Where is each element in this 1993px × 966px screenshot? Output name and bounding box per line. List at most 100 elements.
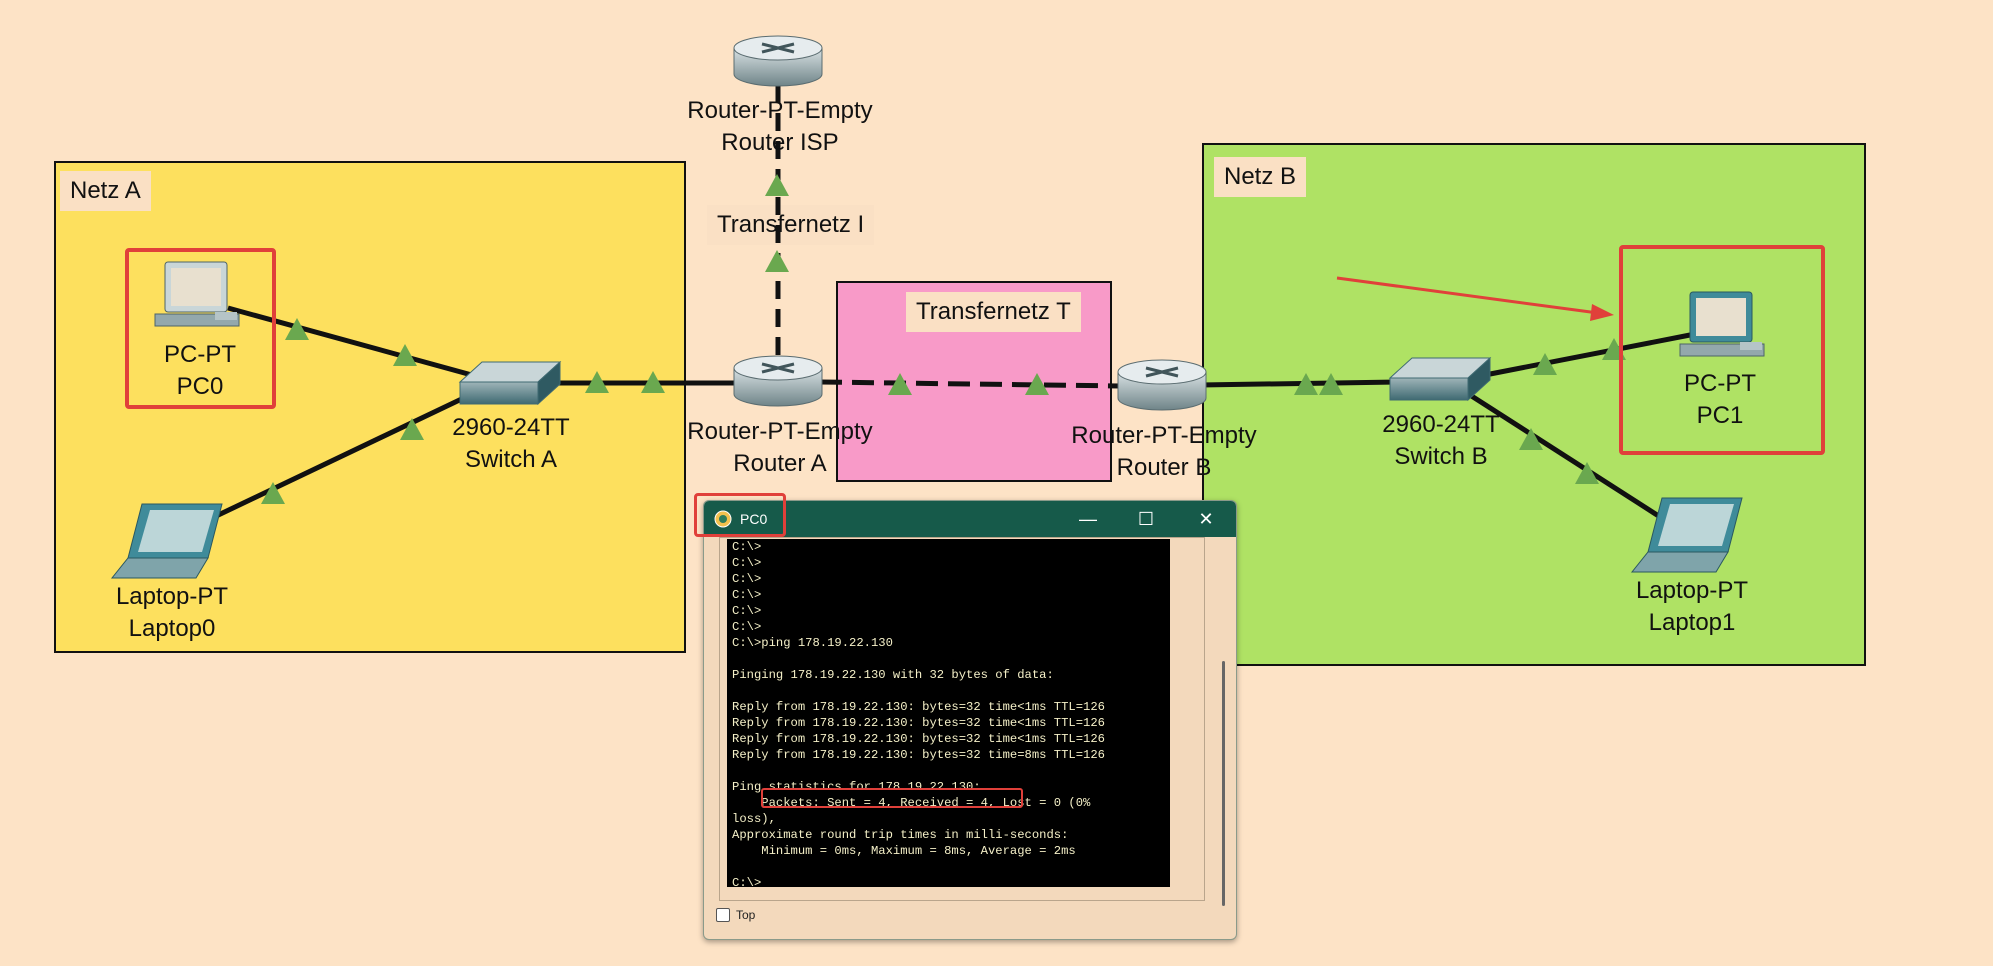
terminal-output[interactable]: C:\> C:\> C:\> C:\> C:\> C:\> C:\>ping 178.19.… [727,539,1170,887]
laptop1-icon[interactable] [1630,497,1743,573]
link-switch-b-pc1 [1484,332,1691,378]
terminal-line: C:\>ping 178.19.22.130 [732,636,893,650]
pc0-icon[interactable] [154,261,240,327]
link-status-icon [888,373,912,395]
switch-a-type: 2960-24TT [452,414,570,441]
link-status-icon [585,371,609,393]
link-status-icon [261,482,285,504]
top-checkbox[interactable] [716,908,730,922]
router-a-icon[interactable] [733,355,823,407]
link-router-a-router-b [819,379,1123,389]
router-a-type: Router-PT-Empty [687,418,873,445]
pc1-label: PC-PT PC1 [1684,368,1756,432]
router-b-type: Router-PT-Empty [1071,422,1257,449]
pc0-highlight [125,248,276,409]
link-pc0-switch-a [227,305,491,383]
pc0-terminal-window[interactable]: PC0 — ☐ ✕ C:\> C:\> C:\> C:\> C:\> C:\> C:\>pi… [703,500,1237,940]
switch-a-label: 2960-24TT Switch A [452,412,569,476]
packets-highlight [761,788,1023,808]
pc1-icon[interactable] [1679,291,1765,357]
netz-a-label: Netz A [60,171,151,211]
link-switch-b-laptop1 [1468,392,1670,525]
laptop1-label: Laptop-PT Laptop1 [1636,575,1748,639]
terminal-line: Ping statistics for 178.19.22.130: [732,780,981,794]
router-isp-label: Router-PT-Empty Router ISP [687,95,872,159]
terminal-line: Reply from 178.19.22.130: bytes=32 time<… [732,716,1105,730]
terminal-line: loss), [732,812,776,826]
terminal-line: C:\> [732,876,762,887]
laptop1-name: Laptop1 [1648,609,1736,636]
terminal-line: Reply from 178.19.22.130: bytes=32 time=… [732,748,1105,762]
link-status-icon [765,174,789,196]
switch-a-icon[interactable] [458,360,562,406]
router-isp-name: Router ISP [721,129,839,156]
terminal-line [732,683,1165,699]
switch-b-type: 2960-24TT [1382,411,1500,438]
pc0-label: PC-PT PC0 [164,339,236,403]
top-option[interactable]: Top [716,908,755,922]
terminal-line: Approximate round trip times in milli-se… [732,828,1069,842]
pc0-name: PC0 [176,373,224,400]
link-laptop0-switch-a [210,392,472,521]
window-title-highlight [694,493,786,537]
router-isp-type: Router-PT-Empty [687,97,873,124]
terminal-line: C:\> [732,604,762,618]
switch-b-icon[interactable] [1388,356,1492,402]
top-checkbox-label: Top [736,908,756,922]
minimize-button[interactable]: — [1079,508,1097,529]
link-status-icon [1575,462,1599,484]
link-status-icon [1533,353,1557,375]
router-isp-icon[interactable] [733,35,823,87]
annotation-arrow-icon [1336,276,1614,321]
terminal-line: C:\> [732,572,762,586]
link-status-icon [393,344,417,366]
terminal-line: C:\> [732,620,762,634]
terminal-line: C:\> [732,556,762,570]
laptop0-icon[interactable] [110,503,223,579]
pc1-highlight [1619,245,1825,455]
router-b-name: Router B [1116,454,1212,481]
transfernetz-t-label: Transfernetz T [906,292,1081,332]
pc1-name: PC1 [1696,402,1744,429]
pc0-type: PC-PT [164,341,236,368]
pc1-type: PC-PT [1684,370,1756,397]
terminal-line [732,651,1165,667]
laptop0-name: Laptop0 [128,615,216,642]
link-status-icon [285,318,309,340]
terminal-line [732,859,1165,875]
link-status-icon [400,418,424,440]
link-status-icon [1294,373,1318,395]
link-status-icon [765,250,789,272]
laptop0-type: Laptop-PT [115,583,229,610]
terminal-line: C:\> [732,588,762,602]
router-b-label: Router-PT-Empty Router B [1071,420,1256,484]
netz-b-area [1202,143,1866,666]
link-status-icon [1519,428,1543,450]
terminal-line: C:\> [732,540,762,554]
laptop0-label: Laptop-PT Laptop0 [116,581,228,645]
close-button[interactable]: ✕ [1198,508,1214,529]
packet-tracer-icon [714,510,732,528]
terminal-frame [719,537,1205,901]
window-titlebar[interactable]: PC0 — ☐ ✕ [704,501,1236,537]
router-a-name: Router A [733,450,827,477]
link-router-b-switch-b [1199,379,1401,388]
router-b-icon[interactable] [1117,359,1207,411]
terminal-line [732,763,1165,779]
link-status-icon [1025,373,1049,395]
terminal-line: Reply from 178.19.22.130: bytes=32 time<… [732,732,1105,746]
link-status-icon [641,371,665,393]
switch-a-name: Switch A [464,446,558,473]
maximize-button[interactable]: ☐ [1137,508,1155,529]
terminal-line: Minimum = 0ms, Maximum = 8ms, Average = … [732,844,1076,858]
switch-b-label: 2960-24TT Switch B [1382,409,1499,473]
laptop1-type: Laptop-PT [1635,577,1749,604]
window-title: PC0 [740,511,768,527]
terminal-line: Reply from 178.19.22.130: bytes=32 time<… [732,700,1105,714]
window-scrollbar[interactable] [1222,661,1225,906]
switch-b-name: Switch B [1394,443,1488,470]
router-a-label: Router-PT-Empty Router A [687,416,872,480]
netz-b-label: Netz B [1214,157,1307,197]
transfernetz-i-label: Transfernetz I [707,205,875,245]
